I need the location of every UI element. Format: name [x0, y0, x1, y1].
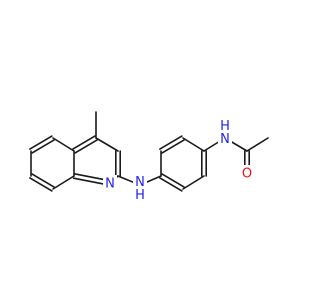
double-bond-line — [31, 139, 55, 154]
single-bond — [182, 175, 205, 190]
single-bond — [52, 137, 75, 152]
quinoline-nitrogen-label: N — [105, 177, 115, 192]
single-bond — [246, 137, 269, 152]
double-bond-line — [159, 177, 183, 192]
double-bond-line — [161, 139, 185, 154]
amide-nitrogen-label: N — [220, 132, 230, 147]
structure-canvas: N N H H N O — [29, 111, 269, 203]
double-bond-line — [29, 135, 53, 150]
molecule-structure: N N H H N O — [29, 111, 269, 203]
amide-hydrogen-label: H — [220, 119, 230, 134]
double-bond-line — [29, 177, 53, 192]
double-bond-line — [31, 173, 55, 188]
amine-nitrogen-label: N — [135, 175, 145, 190]
double-bond-line — [72, 135, 96, 150]
quinoline-n-mask — [103, 175, 117, 191]
double-bond-line — [159, 135, 183, 150]
carbonyl-oxygen-label: O — [242, 167, 252, 182]
carbonyl-o-mask — [240, 165, 254, 181]
double-bond-line — [161, 173, 185, 188]
atom-label-layer: N N H H N O — [103, 118, 254, 203]
amide-n-mask — [218, 118, 232, 145]
double-bond-line — [74, 139, 98, 154]
single-bond — [52, 175, 75, 190]
amine-n-mask — [133, 174, 147, 201]
single-bond — [182, 137, 205, 152]
single-bond — [95, 137, 119, 152]
amine-hydrogen-label: H — [135, 188, 145, 203]
bond-layer — [29, 111, 269, 192]
